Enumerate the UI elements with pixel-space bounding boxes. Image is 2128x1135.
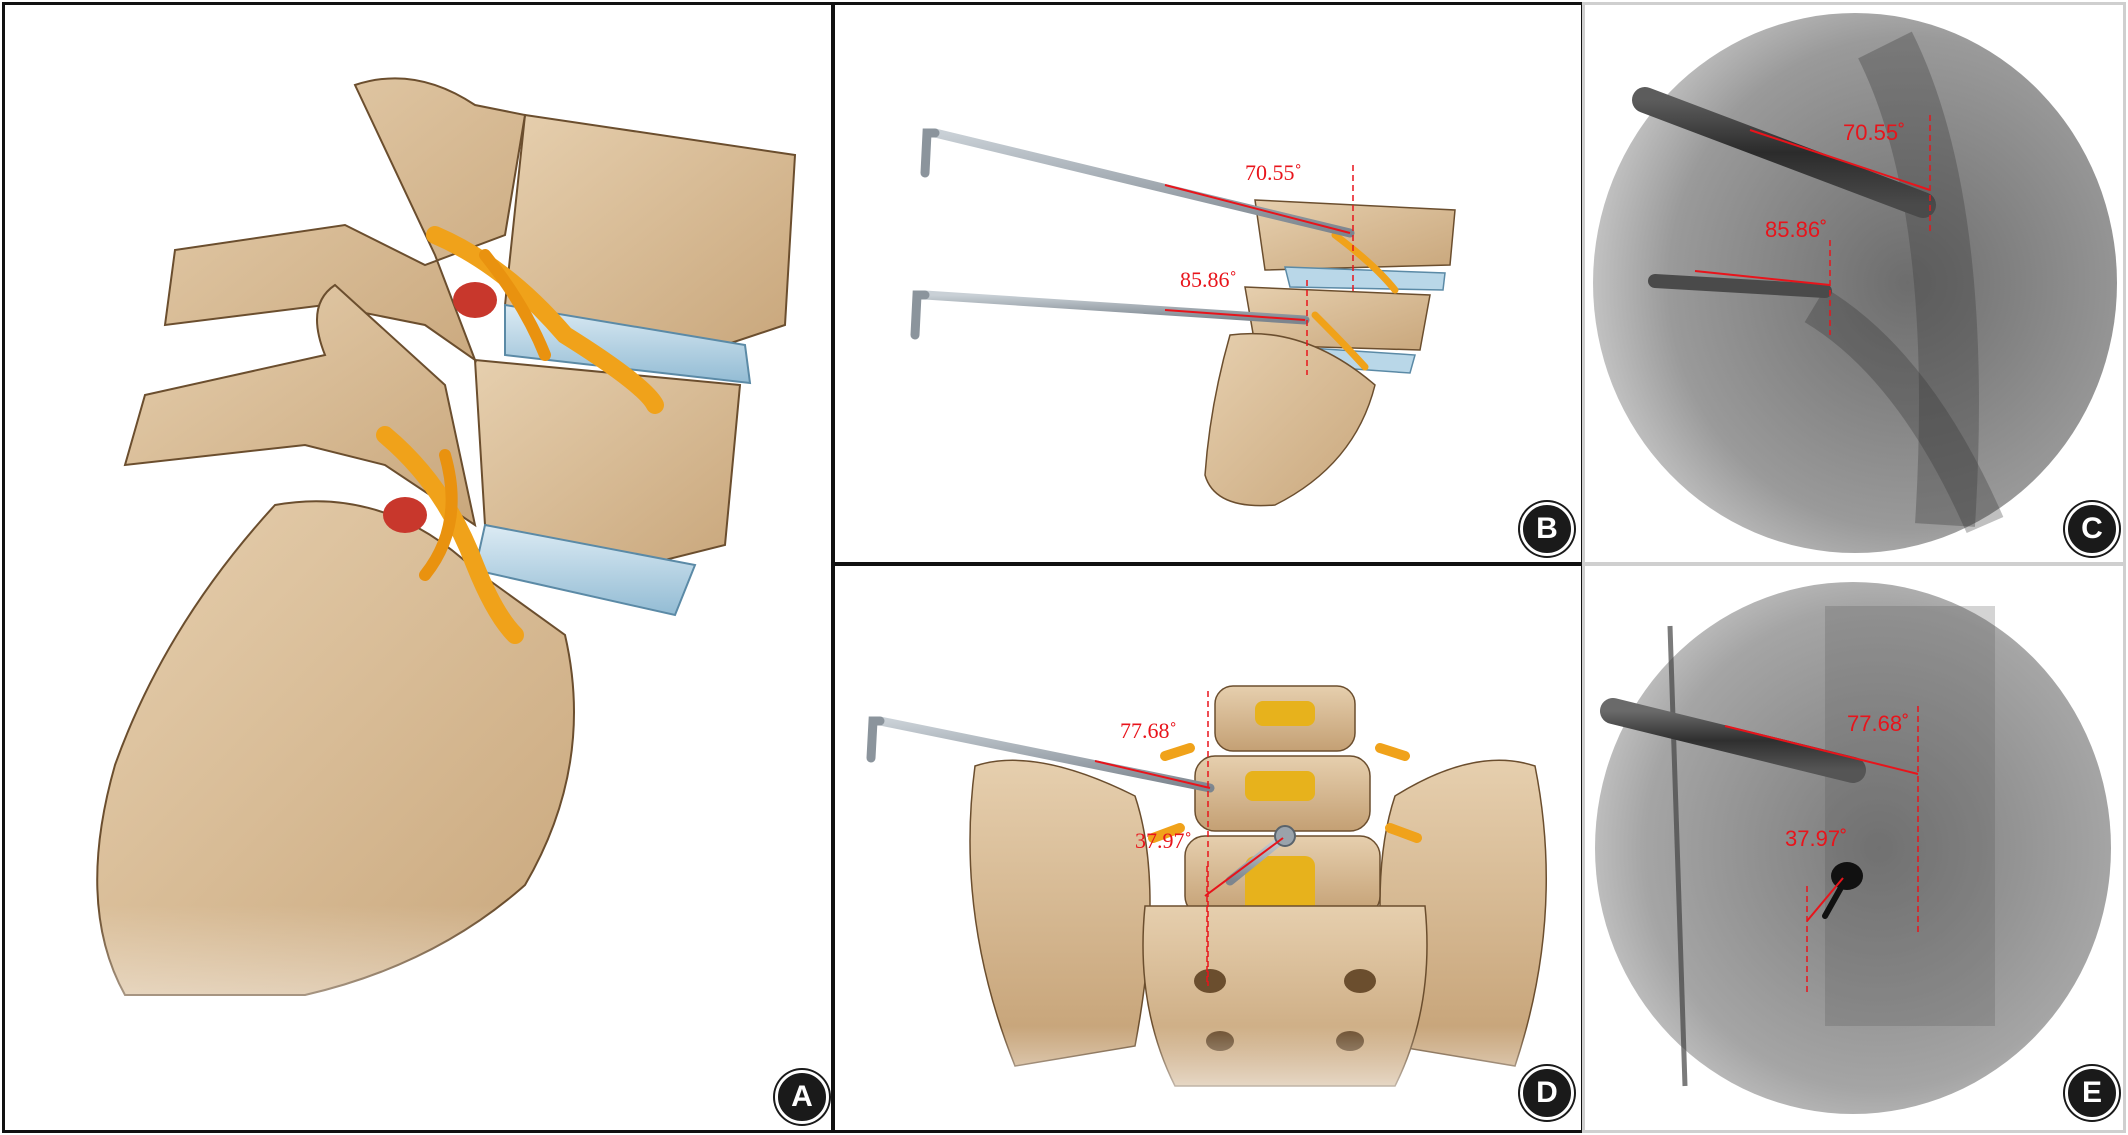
angle-label-lower-ap-xray: 37.97˚ [1785,826,1847,851]
upper-posterior-elements [163,77,527,363]
lateral-needle-illustration: 70.55˚ 85.86˚ [910,128,1456,507]
upper-vertebra [1254,199,1456,271]
upper-needle-shadow [1632,87,1936,218]
panel-c: 70.55˚ 85.86˚ C [1582,2,2126,565]
angle-label-lower-lateral-xray: 85.86˚ [1765,217,1827,242]
lower-nerve-branch [419,449,458,581]
lower-nerve-root [376,426,524,644]
lower-needle-shadow [1648,274,1832,298]
panel-a: A [2,2,834,1133]
panel-b: 70.55˚ 85.86˚ B [832,2,1584,565]
angle-label-upper-lateral: 70.55˚ [1245,160,1302,185]
upper-spinal-canal [1255,701,1315,726]
lateral-fluoroscopy: 70.55˚ 85.86˚ [1585,5,2123,562]
panel-label-d: D [1520,1066,1574,1120]
ap-needle-illustration: 77.68˚ 37.97˚ [835,685,1581,1130]
fluoroscopy-field [1595,582,2111,1114]
middle-vertebra [1244,286,1431,351]
upper-nerve-branch [479,249,551,361]
ap-fluoroscopy: 77.68˚ 37.97˚ [1585,566,2123,1130]
upper-ap-needle [866,716,1215,793]
panel-label-b: B [1520,502,1574,556]
middle-spinal-canal [1245,771,1315,801]
panel-d: 77.68˚ 37.97˚ D [832,563,1584,1133]
nerve-lower [1311,311,1369,371]
angle-label-lower-lateral: 85.86˚ [1180,267,1237,292]
lower-herniation [383,497,427,533]
fluoroscopy-field [1593,13,2117,553]
panel-label-e: E [2065,1066,2119,1120]
lateral-spine-illustration [5,77,831,1130]
upper-herniation [453,282,497,318]
upper-needle [920,128,1355,238]
nerve-upper [1331,231,1399,294]
left-iliac-wing [969,759,1151,1067]
sacrum [1204,332,1376,507]
angle-label-upper-lateral-xray: 70.55˚ [1843,120,1905,145]
panel-label-c: C [2065,502,2119,556]
angle-label-upper-ap-xray: 77.68˚ [1847,711,1909,736]
upper-disc [1284,266,1446,291]
panel-label-a: A [775,1070,829,1124]
angle-label-upper-ap: 77.68˚ [1120,718,1177,743]
angle-label-lower-ap: 37.97˚ [1135,828,1192,853]
middle-vertebral-body [473,358,742,567]
upper-needle-shadow [1600,698,1866,783]
panel-e: 77.68˚ 37.97˚ E [1582,563,2126,1133]
upper-nerve-root [426,226,664,414]
middle-posterior-elements [123,283,477,528]
